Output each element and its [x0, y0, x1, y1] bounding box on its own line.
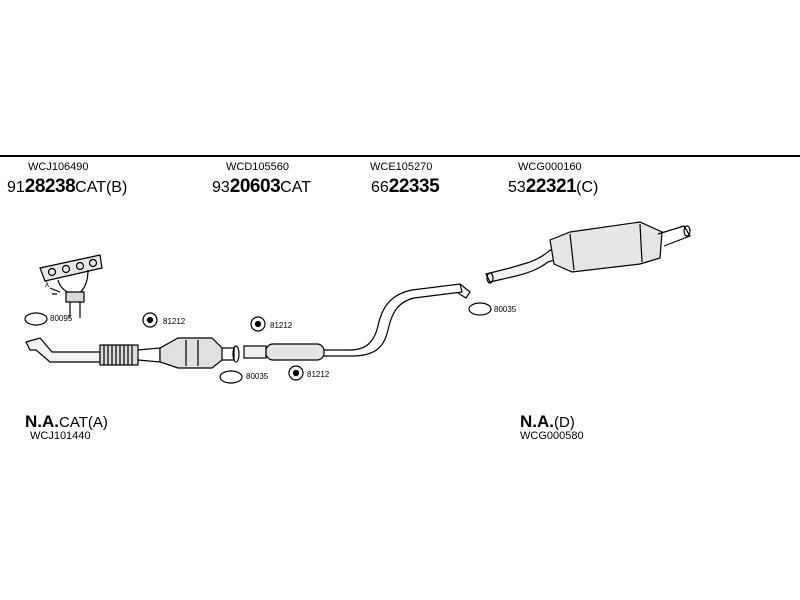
part-number-rear-muffler: 5322321(C) [508, 176, 599, 197]
front-pipe [25, 337, 161, 366]
rear-muffler [485, 221, 691, 284]
gasket-icon-right [468, 302, 492, 316]
part-code-catalyst: WCD105560 [226, 161, 289, 173]
header-divider [0, 155, 800, 157]
gasket-label-left: 80095 [50, 314, 73, 323]
part-code-manifold: WCJ106490 [28, 161, 89, 173]
gasket-label-mid: 80035 [246, 372, 269, 381]
exhaust-manifold: λ [39, 254, 103, 318]
part-code-middle-pipe: WCE105270 [370, 161, 433, 173]
clamp-icon-3 [288, 365, 304, 381]
catalytic-converter [159, 337, 240, 369]
part-code-rear-muffler: WCG000160 [518, 161, 582, 173]
part-number-front-cat: N.A.CAT(A) [25, 412, 108, 431]
part-number-manifold: 9128238CAT(B) [7, 176, 128, 197]
clamp-label-1: 81212 [163, 317, 186, 326]
gasket-icon-left [24, 312, 48, 326]
clamp-label-2: 81212 [270, 321, 293, 330]
part-number-middle-pipe: 6622335 [371, 176, 440, 197]
clamp-label-3: 81212 [307, 370, 330, 379]
part-number-catalyst: 9320603CAT [212, 176, 311, 197]
clamp-icon-2 [250, 316, 266, 332]
svg-text:λ: λ [45, 280, 49, 289]
part-code-tail: WCG000580 [520, 430, 584, 442]
middle-pipe [243, 283, 471, 361]
clamp-icon-1 [142, 312, 158, 328]
gasket-label-right: 80035 [494, 305, 517, 314]
part-number-tail: N.A.(D) [520, 412, 575, 431]
gasket-icon-mid [219, 370, 243, 384]
part-code-front-cat: WCJ101440 [30, 430, 91, 442]
